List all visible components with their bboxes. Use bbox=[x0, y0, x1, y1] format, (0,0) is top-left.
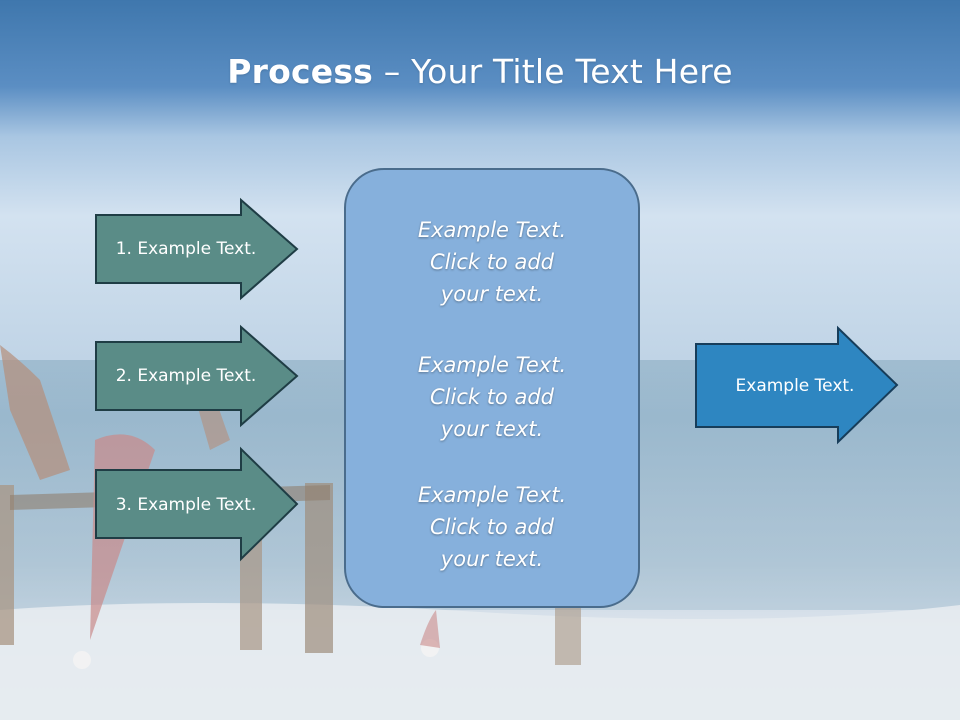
left-arrow-2-shape bbox=[95, 324, 299, 428]
right-arrow-label: Example Text. bbox=[735, 375, 855, 396]
center-text-block-2: Example Text. Click to add your text. bbox=[346, 349, 638, 445]
center-text-block-3: Example Text. Click to add your text. bbox=[346, 479, 638, 575]
right-arrow-shape bbox=[695, 325, 899, 445]
center-text-line: your text. bbox=[440, 547, 544, 571]
left-arrow-3-label: 3. Example Text. bbox=[115, 494, 257, 515]
center-text-line: your text. bbox=[440, 282, 544, 306]
left-arrow-2[interactable]: 2. Example Text. bbox=[95, 324, 300, 428]
left-arrow-1[interactable]: 1. Example Text. bbox=[95, 197, 300, 301]
left-arrow-3[interactable]: 3. Example Text. bbox=[95, 446, 300, 562]
center-text-line: Click to add bbox=[429, 515, 554, 539]
center-text-line: Example Text. bbox=[417, 483, 567, 507]
center-text-line: Example Text. bbox=[417, 353, 567, 377]
center-text-line: Click to add bbox=[429, 250, 554, 274]
left-arrow-1-shape bbox=[95, 197, 299, 301]
center-text-line: Example Text. bbox=[417, 218, 567, 242]
title-bold: Process bbox=[227, 52, 374, 91]
slide-title: Process – Your Title Text Here bbox=[0, 52, 960, 91]
center-text-box[interactable]: Example Text. Click to add your text. Ex… bbox=[344, 168, 640, 608]
title-rest: – Your Title Text Here bbox=[373, 52, 733, 91]
center-text-line: Click to add bbox=[429, 385, 554, 409]
center-text-line: your text. bbox=[440, 417, 544, 441]
right-arrow[interactable]: Example Text. bbox=[695, 325, 900, 445]
left-arrow-3-shape bbox=[95, 446, 299, 562]
left-arrow-2-label: 2. Example Text. bbox=[115, 366, 257, 386]
left-arrow-1-label: 1. Example Text. bbox=[115, 239, 257, 259]
center-text-block-1: Example Text. Click to add your text. bbox=[346, 214, 638, 310]
